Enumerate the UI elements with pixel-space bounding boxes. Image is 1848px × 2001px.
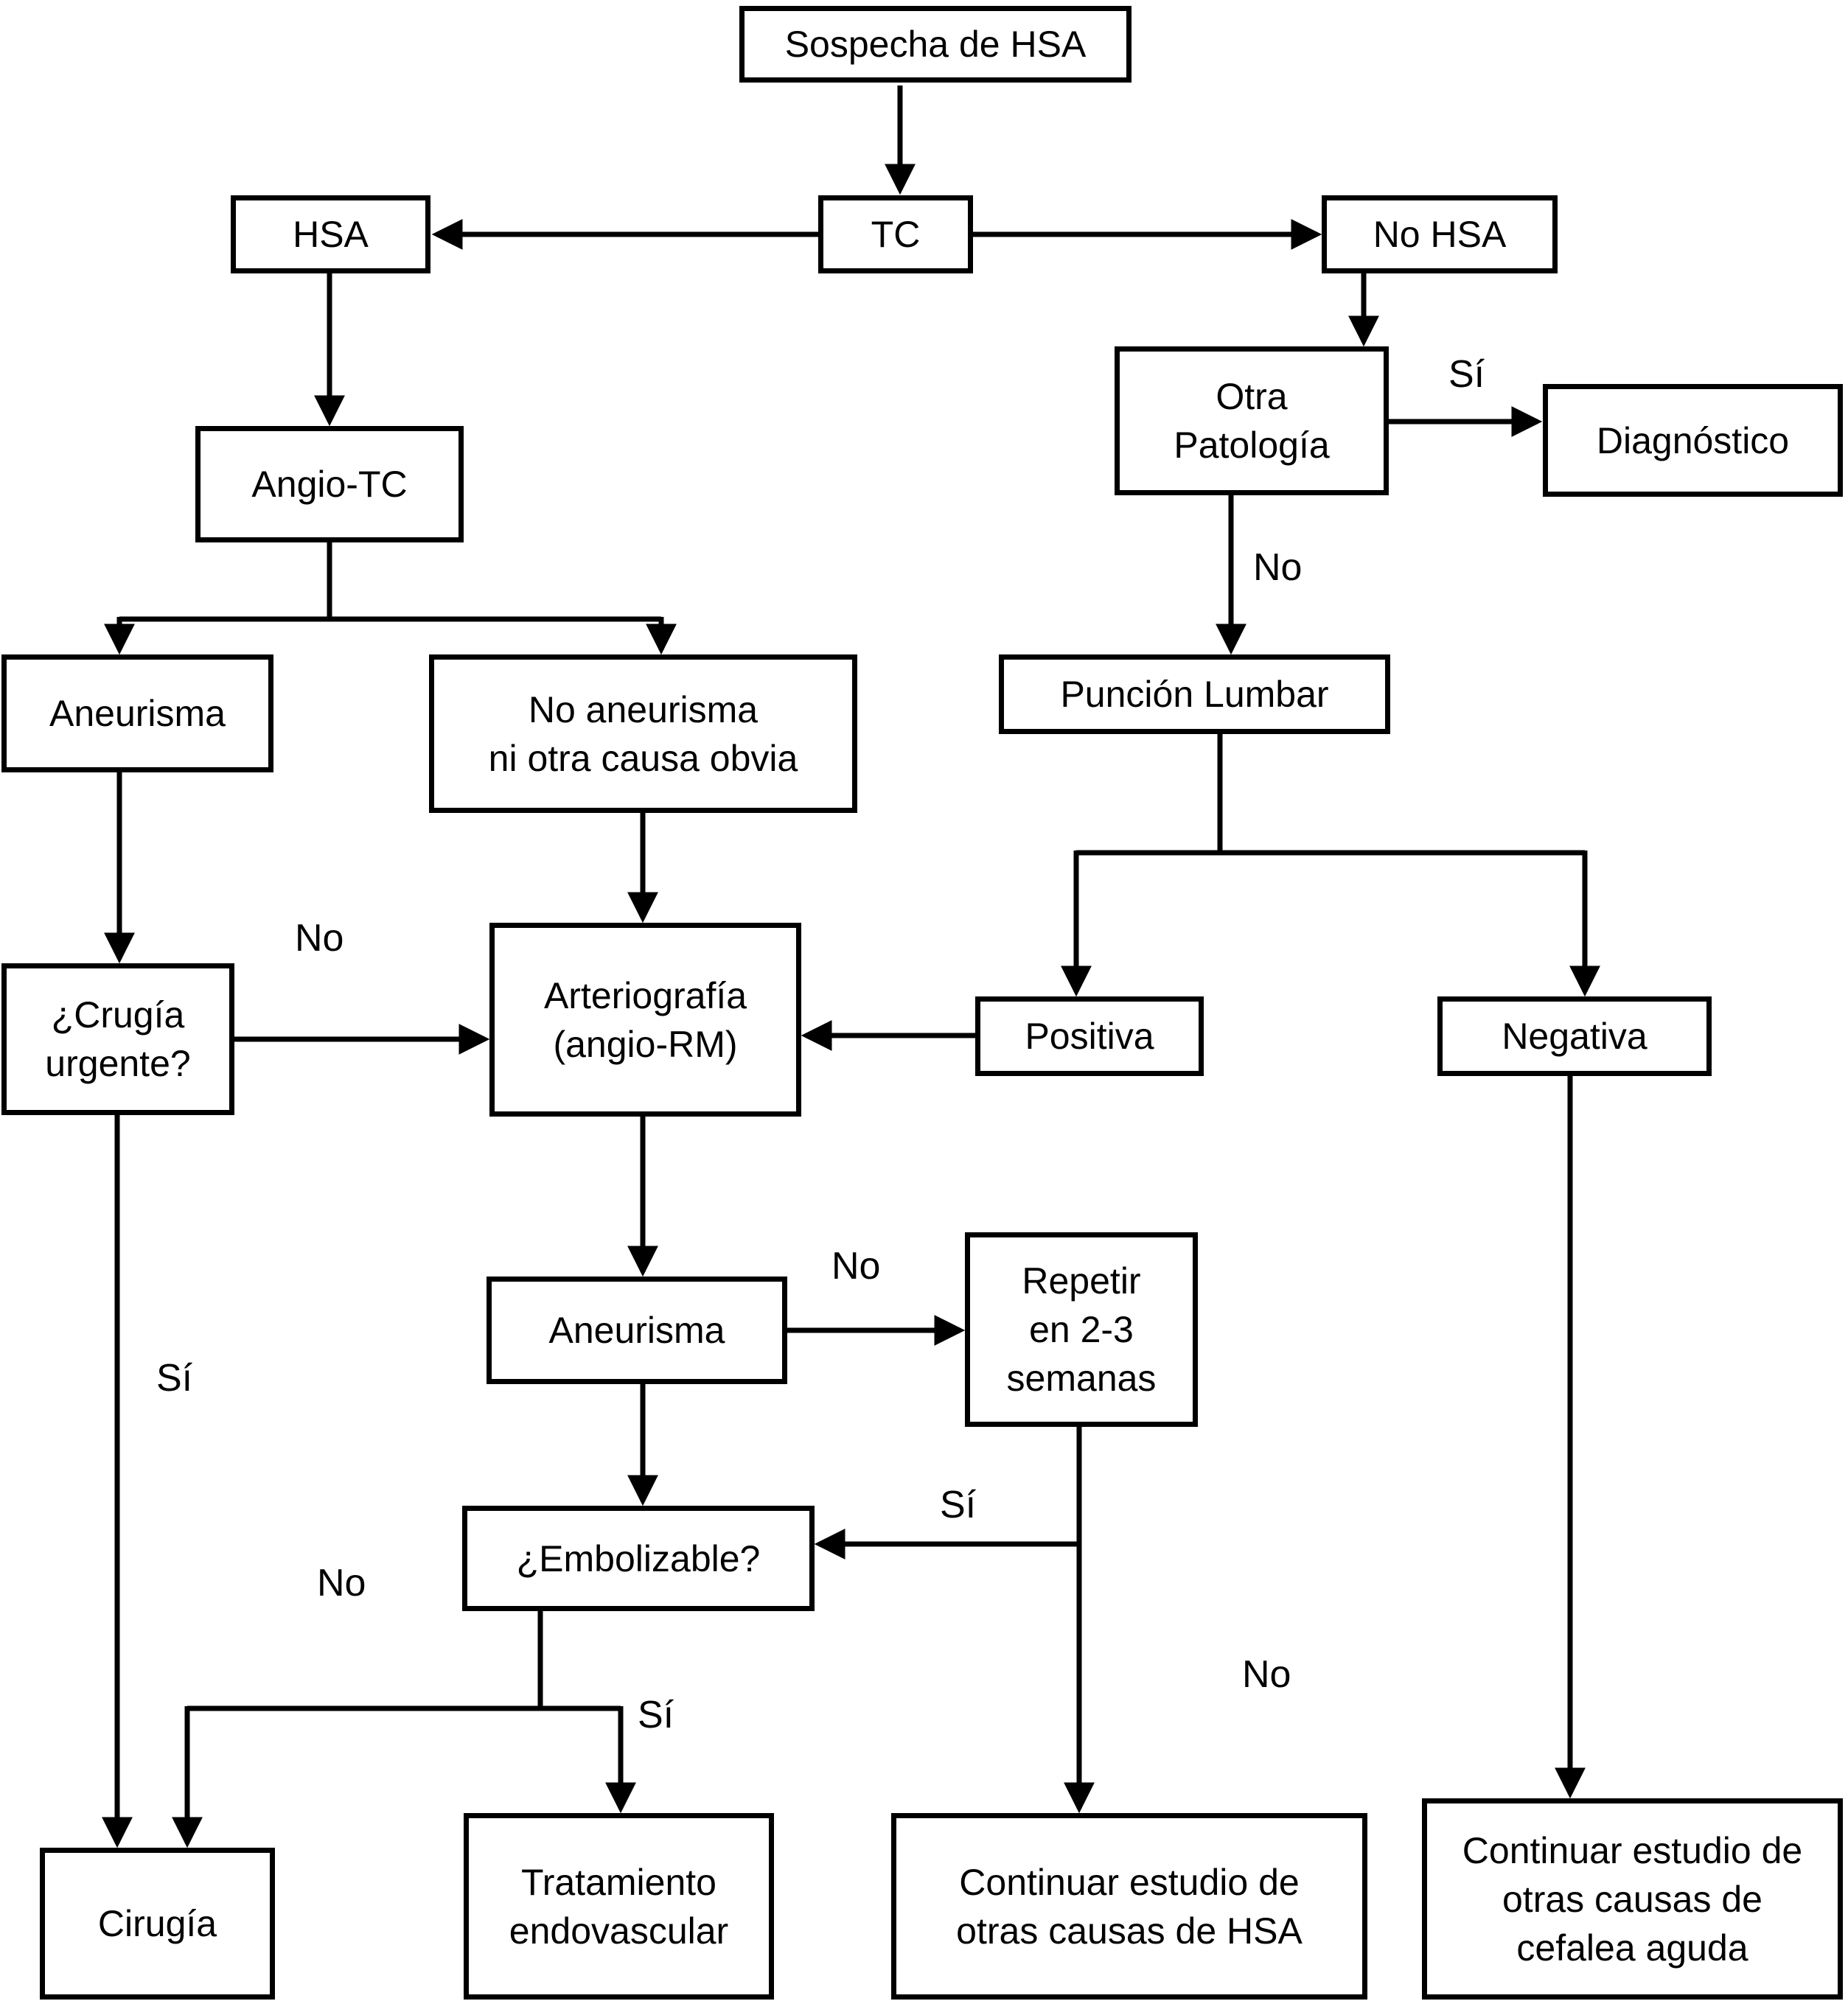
node-tratamiento-endovascular: Tratamiento endovascular (464, 1813, 774, 2000)
node-no-hsa: No HSA (1322, 195, 1558, 273)
node-cirugia-urgente: ¿Crugía urgente? (1, 963, 234, 1115)
node-no-aneurisma: No aneurisma ni otra causa obvia (429, 654, 857, 813)
node-puncion-lumbar: Punción Lumbar (999, 654, 1390, 734)
edge-label-no-embolizable-to-cirugia: No (317, 1562, 366, 1604)
edge-label-no-otra-to-puncion: No (1253, 546, 1303, 589)
edge-label-no-crugia-to-arterio: No (295, 917, 344, 960)
node-arteriografia: Arteriografía (angio-RM) (489, 923, 801, 1117)
node-aneurisma-2: Aneurisma (487, 1277, 787, 1384)
edge-label-no-repetir-to-continuar-hsa: No (1242, 1653, 1291, 1696)
edge-label-si-embolizable-to-tratamiento: Sí (638, 1694, 674, 1736)
node-sospecha-de-hsa: Sospecha de HSA (739, 6, 1132, 83)
node-continuar-estudio-cefalea: Continuar estudio de otras causas de cef… (1422, 1798, 1843, 2000)
node-continuar-estudio-hsa: Continuar estudio de otras causas de HSA (891, 1813, 1367, 2000)
edge-label-si-repetir-to-embolizable: Sí (940, 1484, 977, 1526)
edge-label-si-crugia-to-cirugia: Sí (156, 1357, 193, 1400)
node-repetir-2-3-semanas: Repetir en 2-3 semanas (965, 1232, 1198, 1427)
node-aneurisma-1: Aneurisma (1, 654, 273, 772)
edge-label-no-aneurisma2-to-repetir: No (831, 1245, 881, 1288)
node-negativa: Negativa (1437, 996, 1712, 1076)
node-positiva: Positiva (975, 996, 1204, 1076)
node-hsa: HSA (231, 195, 430, 273)
node-diagnostico: Diagnóstico (1543, 384, 1843, 497)
node-tc: TC (818, 195, 973, 273)
node-embolizable: ¿Embolizable? (462, 1506, 815, 1611)
node-angio-tc: Angio-TC (195, 426, 464, 542)
edge-label-si-otra-to-diagnostico: Sí (1448, 353, 1485, 396)
node-otra-patologia: Otra Patología (1115, 346, 1389, 495)
node-cirugia: Cirugía (40, 1848, 275, 2000)
